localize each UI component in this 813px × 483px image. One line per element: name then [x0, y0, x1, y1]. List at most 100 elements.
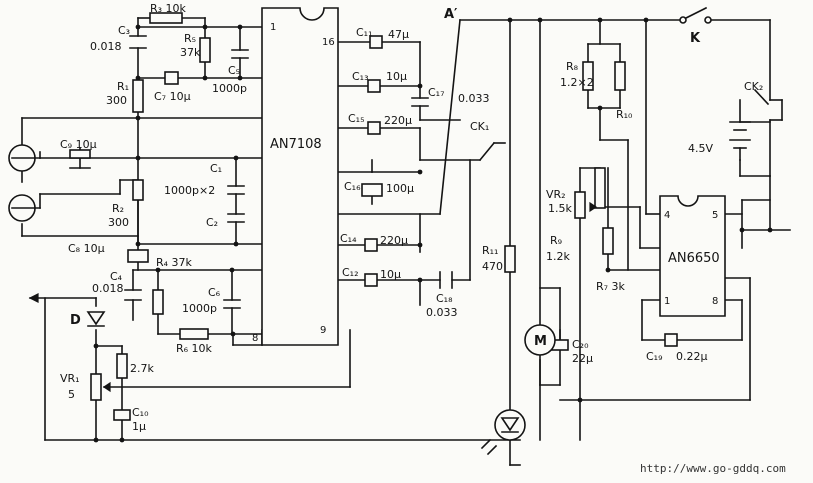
label-c20-value: 22μ	[572, 352, 593, 365]
label-r11-value: 470	[482, 260, 503, 273]
label-ck2: CK₂	[744, 80, 763, 93]
an6650-pin-8: 8	[712, 296, 718, 307]
label-c19-value: 0.22μ	[676, 350, 708, 363]
input-jacks	[8, 144, 41, 222]
label-vr2-value: 1.5k	[548, 202, 572, 215]
resistor-r3	[149, 12, 183, 24]
label-c12: C₁₂	[342, 266, 359, 279]
label-c10-value: 1μ	[132, 420, 146, 433]
label-c4-value: 0.018	[92, 282, 124, 295]
label-ck1: CK₁	[470, 120, 489, 133]
capacitor-c15	[367, 121, 381, 135]
an6650-pin-4: 4	[664, 210, 670, 221]
label-c1-value: 1000p×2	[164, 184, 215, 197]
ic-an7108: AN7108 1 16 8 9	[252, 7, 339, 346]
label-c18: C₁₈	[436, 292, 453, 305]
label-r6: R₆ 10k	[176, 342, 213, 355]
label-c3: C₃	[118, 24, 130, 37]
resistor-r5	[199, 37, 211, 63]
capacitor-c13	[367, 79, 381, 93]
label-c8: C₈ 10μ	[68, 242, 105, 255]
capacitor-c8	[127, 249, 149, 263]
label-c6-value: 1000p	[182, 302, 217, 315]
label-c2: C₂	[206, 216, 218, 229]
resistor-r6	[179, 328, 209, 340]
capacitor-c14	[364, 238, 378, 252]
potentiometer-vr2	[594, 167, 606, 209]
resistor-r7	[602, 227, 614, 255]
ic-an7108-label: AN7108	[270, 137, 322, 152]
labels-middle: C₁₁ 47μ C₁₃ 10μ C₁₇ 0.033 C₁₅ 220μ CK₁ C…	[340, 7, 503, 319]
switch-k	[679, 6, 712, 24]
label-r4: R₄ 37k	[156, 256, 193, 269]
label-2k7: 2.7k	[130, 362, 154, 375]
label-r11: R₁₁	[482, 244, 498, 257]
label-c14: C₁₄	[340, 232, 357, 245]
label-c13-value: 10μ	[386, 70, 407, 83]
ic-an6650-label: AN6650	[668, 251, 720, 266]
label-c1: C₁	[210, 162, 222, 175]
label-r1: R₁	[117, 80, 129, 93]
left-wiring	[21, 17, 521, 441]
label-c16: C₁₆	[344, 180, 361, 193]
right-wiring	[509, 19, 791, 441]
label-r1-value: 300	[106, 94, 127, 107]
label-r3: R₃ 10k	[150, 2, 187, 15]
label-vr1-value: 5	[68, 388, 75, 401]
label-node-a: A′	[444, 7, 458, 22]
an6650-pin-1: 1	[664, 296, 670, 307]
label-r9: R₉	[550, 234, 562, 247]
ic-an6650: AN6650 4 5 1 8	[659, 195, 726, 317]
capacitor-c11	[369, 35, 383, 49]
an7108-pin-1: 1	[270, 22, 276, 33]
label-c5-value: 1000p	[212, 82, 247, 95]
label-c5: C₅	[228, 64, 240, 77]
label-c15-value: 220μ	[384, 114, 412, 127]
resistor-r1	[132, 79, 144, 113]
capacitor-c9	[69, 149, 91, 159]
resistor-r8	[582, 61, 594, 91]
label-r7: R₇ 3k	[596, 280, 626, 293]
label-c11: C₁₁	[356, 26, 373, 39]
labels-right: K CK₂ 4.5V R₈ 1.2×2 R₁₀ VR₂ 1.5k R₉ 1.2k…	[546, 31, 763, 365]
label-c10: C₁₀	[132, 406, 149, 419]
an7108-pin-16: 16	[322, 37, 335, 48]
label-c6: C₆	[208, 286, 221, 299]
capacitor-c10	[113, 409, 131, 421]
led-indicator	[480, 409, 526, 456]
an6650-pin-5: 5	[712, 210, 718, 221]
label-c18-value: 0.033	[426, 306, 458, 319]
middle-wiring	[337, 19, 521, 466]
resistor-r10	[614, 61, 626, 91]
capacitor-c12	[364, 273, 378, 287]
capacitor-c19	[664, 333, 678, 347]
label-r8-value: 1.2×2	[560, 76, 594, 89]
vr1-wiper-arrow	[102, 381, 111, 393]
label-c7: C₇ 10μ	[154, 90, 191, 103]
capacitor-c7	[164, 71, 179, 85]
resistor-r4	[152, 289, 164, 315]
label-r8: R₈	[566, 60, 579, 73]
motor-label: M	[534, 334, 547, 349]
label-c15: C₁₅	[348, 112, 365, 125]
label-c20: C₂₀	[572, 338, 589, 351]
label-battery: 4.5V	[688, 142, 713, 155]
label-c9: C₉ 10μ	[60, 138, 97, 151]
label-c16-value: 100μ	[386, 182, 414, 195]
label-switch-k: K	[690, 31, 701, 46]
potentiometer-vr1	[90, 373, 102, 401]
label-c11-value: 47μ	[388, 28, 409, 41]
capacitors	[69, 35, 678, 421]
diode-d	[28, 293, 106, 327]
resistor-r2	[132, 179, 144, 201]
label-c4: C₄	[110, 270, 123, 283]
label-r10: R₁₀	[616, 108, 633, 121]
junctions	[93, 17, 773, 443]
labels-left: C₃ 0.018 R₃ 10k R₅ 37k C₅ 1000p R₁ 300 C…	[60, 2, 247, 433]
motor: M	[524, 324, 556, 356]
watermark-url: http://www.go-gddq.com	[640, 462, 786, 475]
resistors	[90, 12, 626, 401]
label-c17: C₁₇	[428, 86, 445, 99]
resistor-2k7	[116, 353, 128, 379]
